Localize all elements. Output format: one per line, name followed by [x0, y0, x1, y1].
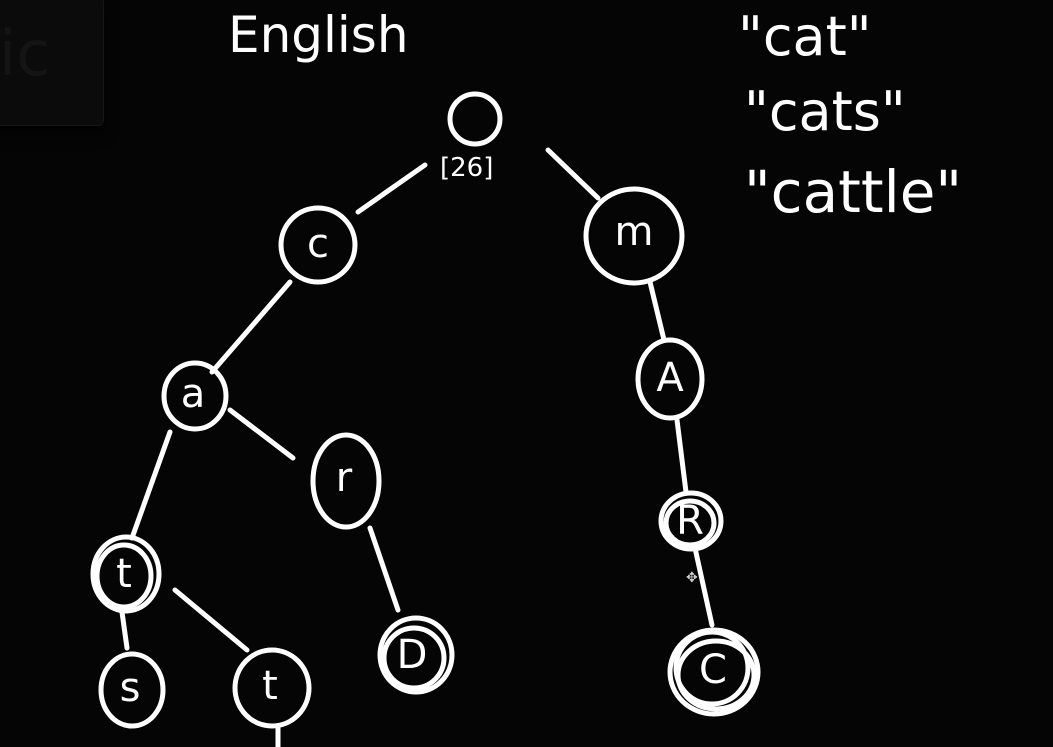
node-R-inner-ring [663, 498, 717, 548]
heading-english: English [228, 6, 409, 64]
edge-t-s [119, 609, 130, 651]
edge-R-C [692, 545, 715, 628]
node-c-label: c [307, 221, 329, 267]
node-a-label: a [181, 371, 206, 417]
edge-c-a [209, 279, 293, 375]
node-D-end-of-word [377, 615, 455, 695]
node-D-inner-ring [381, 625, 447, 691]
corner-thumbnail-panel: ic [0, 0, 104, 126]
node-R-end-of-word [658, 490, 724, 552]
node-t-inner-ring [94, 542, 154, 610]
edge-A-R [674, 417, 689, 495]
move-cursor-icon: ✥ [686, 570, 698, 586]
node-C-outer-ring [675, 638, 757, 712]
node-t2-label: t [262, 663, 278, 709]
node-C-inner-ring [673, 629, 751, 707]
edge-r-D [367, 525, 401, 613]
node-A [635, 337, 705, 421]
node-r [310, 432, 382, 530]
edge-m-A [647, 279, 667, 343]
corner-thumbnail-glyph-icon: ic [0, 17, 51, 90]
node-R-label: R [676, 498, 704, 544]
root-array-label: [26] [440, 153, 493, 183]
node-t-label: t [116, 551, 132, 597]
edge-a-r [227, 407, 296, 461]
node-t-end-of-word [90, 534, 162, 614]
node-D-label: D [397, 632, 428, 678]
edge-root-m [545, 147, 601, 201]
node-C-label: C [699, 647, 727, 693]
node-c [278, 205, 358, 285]
word-cats: "cats" [744, 80, 906, 143]
node-m [583, 186, 685, 286]
word-cat: "cat" [738, 5, 872, 68]
root-node [447, 91, 503, 147]
node-A-label: A [656, 355, 684, 401]
edge-a-t [129, 429, 173, 541]
node-a [161, 360, 229, 432]
node-r-label: r [336, 455, 353, 501]
node-s [98, 651, 166, 729]
edge-root-c [355, 162, 428, 215]
word-cattle: "cattle" [744, 158, 962, 226]
node-t2 [232, 647, 312, 729]
edge-t-t [172, 587, 250, 653]
node-m-label: m [615, 209, 654, 255]
node-s-label: s [120, 665, 141, 711]
